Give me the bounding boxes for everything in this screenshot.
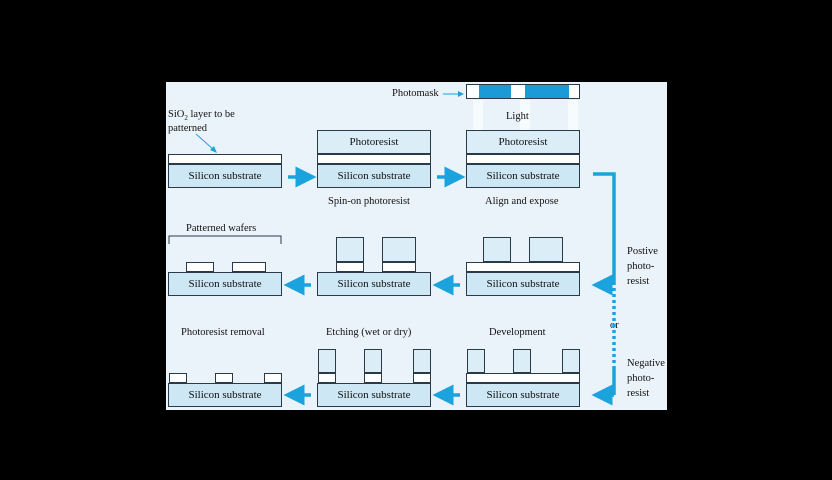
- substrate-9: Silicon substrate: [466, 383, 580, 407]
- sio2-layer-9: [466, 373, 580, 383]
- mask-opaque-2: [525, 85, 569, 98]
- negative-label-1: Negative: [627, 358, 665, 369]
- oxide-block-1: [336, 262, 364, 272]
- light-beam-2: [520, 100, 530, 130]
- resist-block-1: [336, 237, 364, 262]
- substrate-5: Silicon substrate: [317, 272, 431, 296]
- etching-label: Etching (wet or dry): [326, 327, 412, 338]
- final-block-1: [169, 373, 187, 383]
- patterned-wafers-bracket: [168, 235, 282, 244]
- dev-resist-1: [467, 349, 485, 373]
- final-block-2: [215, 373, 233, 383]
- development-label: Development: [489, 327, 546, 338]
- sio2-pointer: [195, 133, 215, 151]
- align-expose-label: Align and expose: [485, 196, 559, 207]
- mask-opaque-1: [479, 85, 511, 98]
- resist-block-4: [529, 237, 563, 262]
- etch-resist-3: [413, 349, 431, 373]
- patterned-wafers-label: Patterned wafers: [186, 223, 257, 234]
- sio2-layer: [168, 154, 282, 164]
- sio2-pointer-head: [210, 146, 217, 153]
- photomask-label: Photomask: [392, 88, 439, 99]
- substrate-6: Silicon substrate: [466, 272, 580, 296]
- etch-oxide-1: [318, 373, 336, 383]
- substrate-2: Silicon substrate: [317, 164, 431, 188]
- negative-label-3: resist: [627, 388, 650, 399]
- positive-label-1: Postive: [627, 246, 658, 257]
- final-block-3: [264, 373, 282, 383]
- pattern-block-1: [186, 262, 214, 272]
- substrate-3: Silicon substrate: [466, 164, 580, 188]
- light-beam-3: [568, 100, 578, 130]
- photoresist-layer-2: Photoresist: [317, 130, 431, 154]
- substrate-8: Silicon substrate: [317, 383, 431, 407]
- dev-resist-3: [562, 349, 580, 373]
- sio2-layer-6: [466, 262, 580, 272]
- sio2-layer-3: [466, 154, 580, 164]
- photomask: [466, 84, 580, 99]
- positive-label-3: resist: [627, 276, 650, 287]
- etch-oxide-2: [364, 373, 382, 383]
- substrate-1: Silicon substrate: [168, 164, 282, 188]
- substrate-4: Silicon substrate: [168, 272, 282, 296]
- negative-label-2: photo-: [627, 373, 655, 384]
- light-label: Light: [506, 111, 529, 122]
- etch-oxide-3: [413, 373, 431, 383]
- etch-resist-1: [318, 349, 336, 373]
- resist-block-2: [382, 237, 416, 262]
- photoresist-layer-3: Photoresist: [466, 130, 580, 154]
- etch-resist-2: [364, 349, 382, 373]
- light-beam-1: [473, 100, 483, 130]
- photomask-pointer-head: [458, 91, 464, 97]
- resist-block-3: [483, 237, 511, 262]
- substrate-7: Silicon substrate: [168, 383, 282, 407]
- photoresist-removal-label: Photoresist removal: [181, 327, 265, 338]
- spin-on-label: Spin-on photoresist: [328, 196, 410, 207]
- sio2-label: SiO2 layer to be: [168, 109, 235, 123]
- patterned-label: patterned: [168, 123, 208, 134]
- dev-resist-2: [513, 349, 531, 373]
- oxide-block-2: [382, 262, 416, 272]
- connector-top: [593, 172, 616, 282]
- pattern-block-2: [232, 262, 266, 272]
- process-diagram: Photomask Light SiO2 layer to be pattern…: [166, 82, 667, 410]
- flow-arrows: [195, 91, 616, 406]
- positive-label-2: photo-: [627, 261, 655, 272]
- sio2-layer-2: [317, 154, 431, 164]
